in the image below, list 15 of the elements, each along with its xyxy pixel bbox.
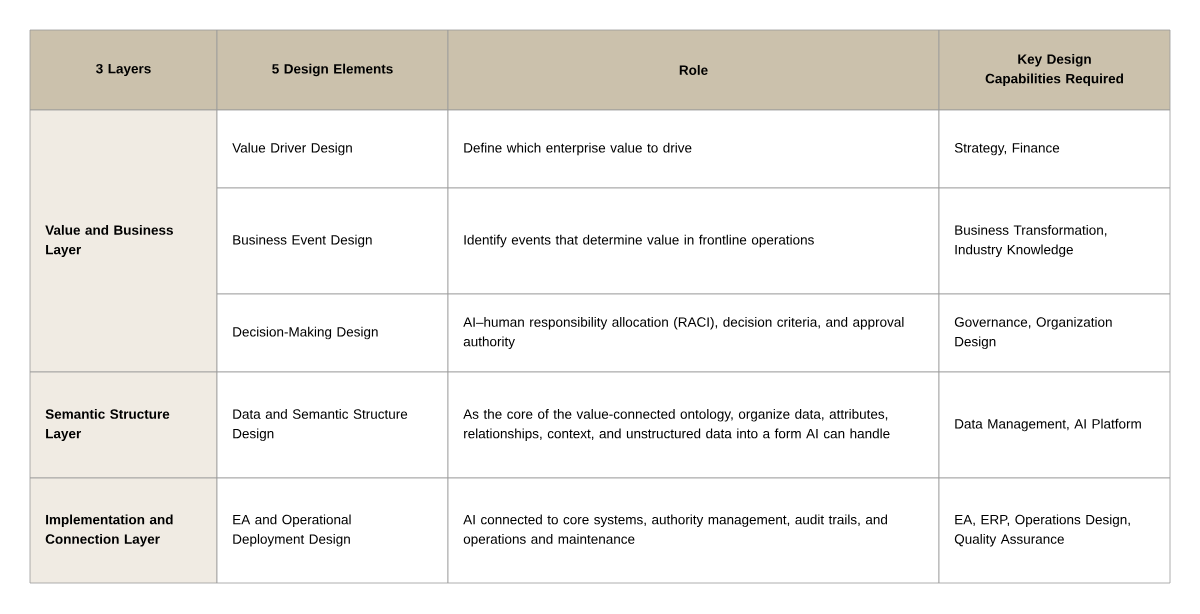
table-cell: Decision-Making Design [216, 293, 449, 373]
table-cell: Governance, Organization Design [938, 293, 1171, 373]
table-cell: Data and Semantic Structure Design [216, 371, 449, 479]
table-cell: Value Driver Design [216, 109, 449, 189]
table-cell: Business Event Design [216, 187, 449, 295]
table-cell: Business Transformation, Industry Knowledge [938, 187, 1171, 295]
table-cell: Strategy, Finance [938, 109, 1171, 189]
table-cell: EA, ERP, Operations Design, Quality Assurance [938, 477, 1171, 584]
header-cell: 3 Layers [29, 29, 218, 111]
layer-cell: Semantic Structure Layer [29, 371, 218, 479]
table-cell: Data Management, AI Platform [938, 371, 1171, 479]
header-cell: 5 Design Elements [216, 29, 449, 111]
header-cell: Key Design Capabilities Required [938, 29, 1171, 111]
layer-cell: Implementation and Connection Layer [29, 477, 218, 584]
table-cell: EA and Operational Deployment Design [216, 477, 449, 584]
